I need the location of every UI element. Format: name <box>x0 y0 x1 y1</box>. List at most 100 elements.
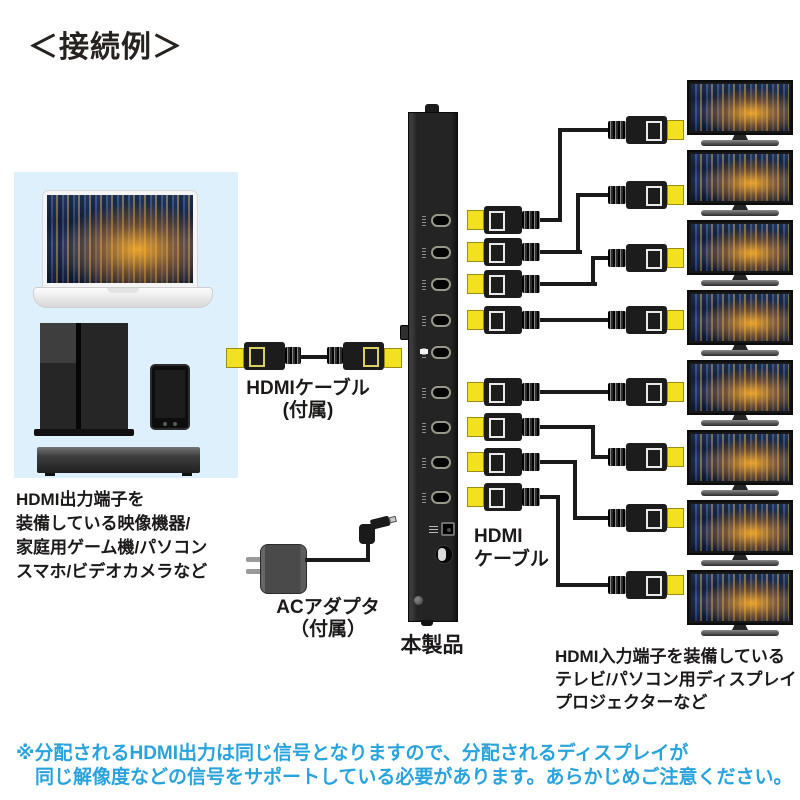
included-cable-label: HDMIケーブル (付属) <box>246 378 370 421</box>
hdmi-plug-tip-icon <box>467 382 484 402</box>
port-label-text <box>422 423 426 433</box>
hdmi-plug-icon <box>484 206 522 234</box>
hdmi-plug-icon <box>484 306 522 334</box>
tv-stand-neck <box>732 485 748 490</box>
cable-strain-relief <box>608 249 626 267</box>
laptop-notch <box>107 288 139 293</box>
cable-line <box>540 495 560 499</box>
tv-monitor-icon <box>687 290 793 345</box>
ac-adapter-icon <box>260 544 307 594</box>
tv-stand-base <box>701 350 779 356</box>
tv-stand-base <box>701 280 779 286</box>
cable-line <box>540 425 595 429</box>
tv-monitor-icon <box>687 500 793 555</box>
tv-monitor-icon <box>687 430 793 485</box>
hdmi-plug-window <box>489 211 505 231</box>
bluray-player-icon <box>37 447 200 473</box>
hdmi-plug-tip-icon <box>667 447 684 467</box>
laptop-base <box>33 287 213 308</box>
hdmi-plug-window <box>646 249 662 269</box>
cable-line <box>591 256 614 260</box>
tv-screen-image <box>691 434 789 481</box>
tv-monitor-icon <box>687 150 793 205</box>
ac-plug-prong <box>246 557 264 562</box>
output-cable-label: HDMI ケーブル <box>474 526 549 570</box>
tv-stand-neck <box>732 415 748 420</box>
hdmi-plug-icon <box>626 181 667 209</box>
tv-monitor-icon <box>687 360 793 415</box>
device-mount-bracket <box>400 325 409 340</box>
cable-line <box>576 193 580 254</box>
footnote-line1: ※分配されるHDMI出力は同じ信号となりますので、分配されるディスプレイが <box>16 743 689 764</box>
ac-adapter-label: ACアダプタ （付属） <box>276 597 380 640</box>
game-console-groove <box>76 323 81 431</box>
port-label-text <box>422 280 426 290</box>
dc-power-jack <box>441 522 455 536</box>
hdmi-port-icon <box>431 278 451 291</box>
cable-strain-relief <box>522 211 540 229</box>
hdmi-plug-tip-icon <box>467 242 484 262</box>
hdmi-plug-icon <box>343 342 384 370</box>
cable-line <box>576 193 612 197</box>
hdmi-plug-tip-icon <box>667 508 684 528</box>
splitter-device <box>408 112 458 622</box>
cable-line <box>558 128 562 222</box>
hdmi-plug-tip-icon <box>667 310 684 330</box>
hdmi-port-icon <box>431 386 451 399</box>
hdmi-port-icon <box>431 491 451 504</box>
hdmi-plug-icon <box>626 244 667 272</box>
hdmi-plug-tip-icon <box>667 575 684 595</box>
hdmi-plug-window <box>646 576 662 596</box>
cable-line <box>573 516 612 520</box>
cable-strain-relief <box>608 121 626 139</box>
hdmi-plug-tip-icon <box>384 348 402 368</box>
hdmi-plug-window <box>489 418 505 438</box>
smartphone-button <box>163 422 167 426</box>
hdmi-port-icon <box>431 314 451 327</box>
device-foot <box>421 620 433 626</box>
hdmi-plug-window <box>489 243 505 263</box>
cable-line <box>591 256 595 286</box>
hdmi-input-label <box>420 349 428 354</box>
tv-screen-image <box>691 224 789 271</box>
tv-screen-image <box>691 154 789 201</box>
hdmi-plug-tip-icon <box>467 487 484 507</box>
tv-stand-base <box>701 490 779 496</box>
hdmi-plug-tip-icon <box>667 185 684 205</box>
device-top-screw <box>425 104 439 112</box>
cable-strain-relief <box>522 243 540 261</box>
hdmi-plug-icon <box>244 342 285 370</box>
hdmi-plug-icon <box>626 378 667 406</box>
hdmi-plug-icon <box>626 306 667 334</box>
laptop-screen-image <box>47 195 193 283</box>
hdmi-plug-tip-icon <box>467 310 484 330</box>
bluray-player-foot <box>45 473 55 476</box>
hdmi-plug-window <box>646 383 662 403</box>
source-caption: HDMI出力端子を 装備している映像機器/ 家庭用ゲーム機/パソコン スマホ/ビ… <box>16 490 208 581</box>
product-label: 本製品 <box>400 634 464 657</box>
hdmi-plug-window <box>489 488 505 508</box>
cable-strain-relief <box>522 453 540 471</box>
hdmi-plug-icon <box>484 270 522 298</box>
hdmi-plug-window <box>249 347 265 367</box>
hdmi-plug-window <box>646 311 662 331</box>
tv-screen-image <box>691 574 789 621</box>
cable-strain-relief <box>285 347 301 364</box>
hdmi-plug-tip-icon <box>467 417 484 437</box>
hdmi-plug-icon <box>484 378 522 406</box>
cable-strain-relief <box>522 418 540 436</box>
smartphone-button <box>173 422 177 426</box>
tv-monitor-icon <box>687 570 793 625</box>
footnote-line2: 同じ解像度などの信号をサポートしている必要があります。あらかじめご注意ください。 <box>35 767 793 788</box>
hdmi-plug-icon <box>484 413 522 441</box>
hdmi-plug-window <box>646 448 662 468</box>
ac-plug-prong <box>246 569 264 574</box>
port-label-text <box>422 388 426 398</box>
cable-strain-relief <box>327 347 343 364</box>
hdmi-plug-tip-icon <box>467 274 484 294</box>
tv-screen-image <box>691 84 789 131</box>
cable-line <box>558 128 612 132</box>
tv-stand-neck <box>732 205 748 210</box>
tv-stand-neck <box>732 135 748 140</box>
cable-strain-relief <box>522 311 540 329</box>
